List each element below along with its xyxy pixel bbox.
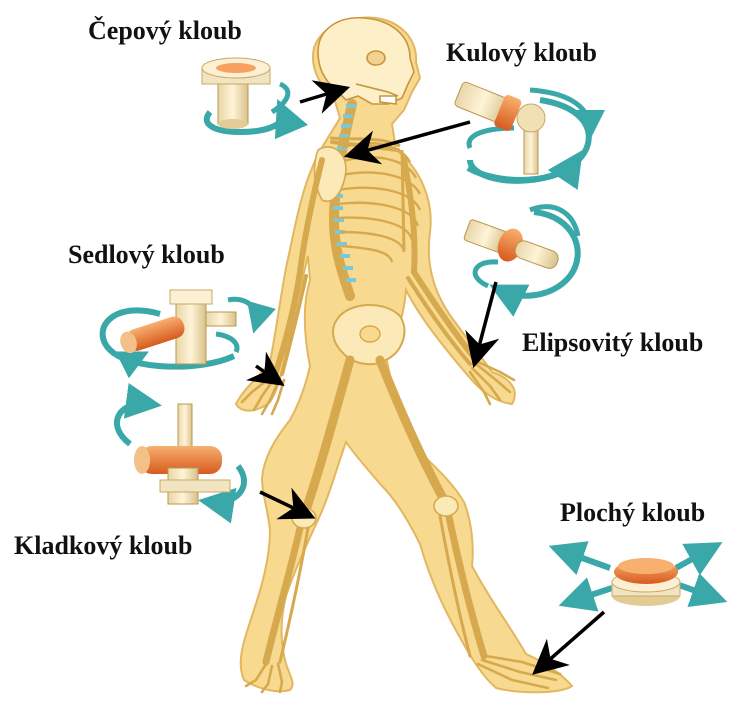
ellipsoid-joint-icon bbox=[461, 207, 578, 296]
label-plane-joint: Plochý kloub bbox=[560, 500, 705, 526]
saddle-joint-icon bbox=[103, 290, 257, 367]
ball-joint-icon bbox=[452, 77, 590, 181]
label-hinge-joint: Kladkový kloub bbox=[14, 533, 192, 559]
label-saddle-joint: Sedlový kloub bbox=[68, 242, 225, 268]
label-ball-joint: Kulový kloub bbox=[446, 40, 597, 66]
hinge-joint-icon bbox=[117, 404, 244, 504]
plane-joint-icon bbox=[560, 548, 716, 606]
front-knee bbox=[434, 496, 458, 516]
label-ellipsoid-joint: Elipsovitý kloub bbox=[522, 330, 703, 356]
label-pivot-joint: Čepový kloub bbox=[88, 18, 242, 44]
arrow-plane bbox=[540, 612, 604, 668]
back-knee bbox=[292, 508, 316, 528]
arrow-ellipsoid bbox=[476, 282, 496, 358]
pivot-joint-icon bbox=[202, 58, 288, 132]
